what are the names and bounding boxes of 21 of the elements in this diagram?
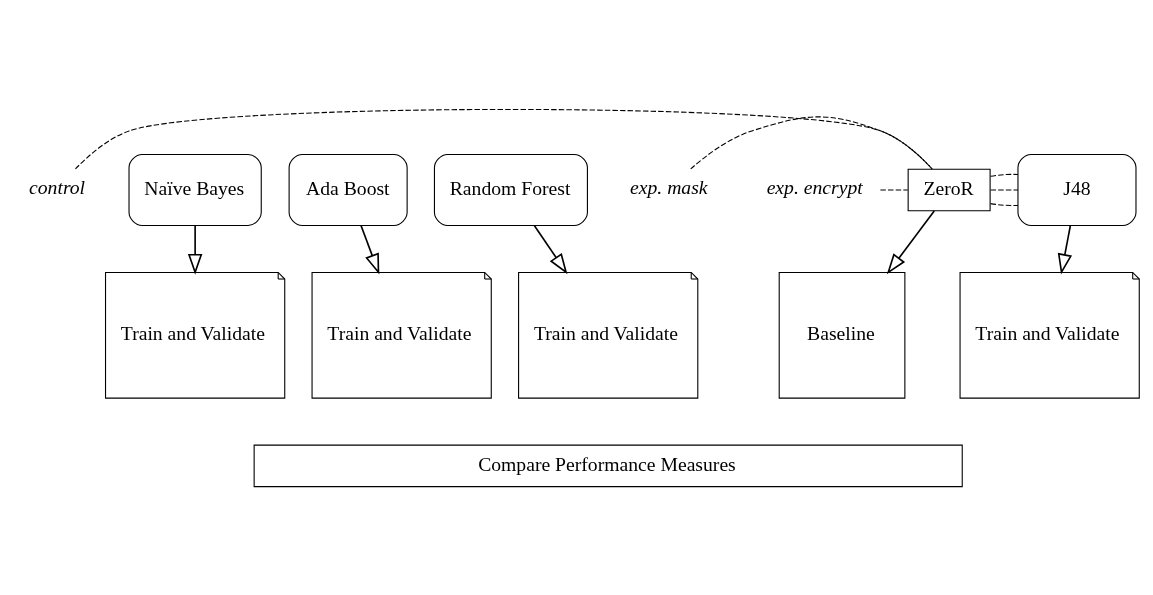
connector — [690, 115, 933, 170]
connector — [990, 188, 1019, 190]
node-box: J48 — [1017, 153, 1137, 226]
connector — [879, 188, 909, 190]
node-box: Compare Performance Measures — [253, 444, 963, 487]
node-box: ZeroR — [907, 168, 991, 211]
node-box: Ada Boost — [288, 153, 408, 226]
arrow — [533, 224, 568, 274]
node-box: Naïve Bayes — [128, 153, 262, 226]
node-text: control — [29, 175, 86, 198]
connector — [990, 173, 1019, 177]
arrow — [1057, 224, 1073, 275]
node-text: exp. mask — [630, 175, 708, 198]
connector — [990, 202, 1019, 206]
node-box: Random Forest — [433, 153, 588, 226]
connector — [74, 108, 933, 170]
arrow — [360, 224, 380, 274]
arrow — [886, 209, 936, 274]
node-text: exp. encrypt — [766, 175, 863, 198]
arrow — [187, 224, 203, 275]
node-box: Baseline — [778, 271, 906, 399]
